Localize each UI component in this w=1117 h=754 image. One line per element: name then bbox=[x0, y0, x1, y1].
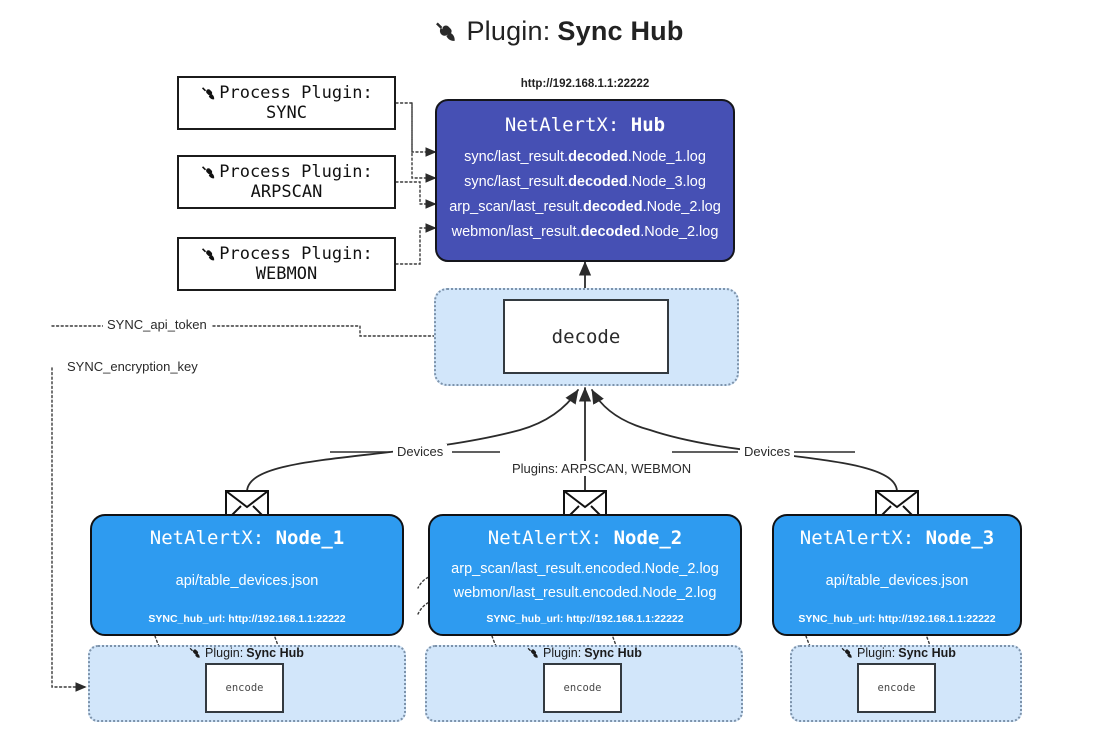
node-resource-line: webmon/last_result.encoded.Node_2.log bbox=[453, 585, 717, 601]
page-title-name: Sync Hub bbox=[557, 16, 684, 46]
plug-icon bbox=[188, 646, 202, 660]
process-plugin-webmon[interactable]: Process Plugin: WEBMON bbox=[177, 237, 396, 291]
encode-box-node3[interactable]: encode bbox=[857, 663, 936, 713]
process-plugin-name: SYNC bbox=[266, 103, 307, 123]
hub-title: NetAlertX: Hub bbox=[505, 114, 665, 136]
encode-plugin-label-node2: Plugin: Sync Hub bbox=[526, 646, 642, 660]
node-resource-line: arp_scan/last_result.encoded.Node_2.log bbox=[451, 561, 719, 577]
process-plugin-name: ARPSCAN bbox=[250, 182, 323, 202]
hub-log-line: sync/last_result.decoded.Node_1.log bbox=[464, 149, 706, 165]
node-title-prefix: NetAlertX: bbox=[487, 527, 603, 549]
devices-label-left: Devices bbox=[393, 444, 448, 459]
plug-icon bbox=[200, 246, 217, 263]
node-resource-line: api/table_devices.json bbox=[825, 573, 969, 589]
node-title-prefix: NetAlertX: bbox=[149, 527, 265, 549]
node-title-prefix: NetAlertX: bbox=[799, 527, 915, 549]
plugins-label-middle: Plugins: ARPSCAN, WEBMON bbox=[508, 461, 696, 476]
plug-icon bbox=[200, 164, 217, 181]
node-title-name: Node_2 bbox=[613, 527, 683, 549]
process-plugin-label: Process Plugin: bbox=[219, 244, 373, 264]
node-card-node3[interactable]: NetAlertX: Node_3 api/table_devices.json… bbox=[772, 514, 1022, 636]
encode-plugin-label-node1: Plugin: Sync Hub bbox=[188, 646, 304, 660]
devices-label-right: Devices bbox=[740, 444, 795, 459]
node-title-name: Node_3 bbox=[925, 527, 995, 549]
hub-log-line: arp_scan/last_result.decoded.Node_2.log bbox=[449, 199, 721, 215]
hub-node[interactable]: NetAlertX: Hub sync/last_result.decoded.… bbox=[435, 99, 735, 262]
encode-box-node2[interactable]: encode bbox=[543, 663, 622, 713]
plug-icon bbox=[200, 85, 217, 102]
encode-plugin-label-node3: Plugin: Sync Hub bbox=[840, 646, 956, 660]
node-resource-line: api/table_devices.json bbox=[175, 573, 319, 589]
plug-icon bbox=[840, 646, 854, 660]
hub-url-label: http://192.168.1.1:22222 bbox=[520, 78, 650, 90]
hub-log-line: webmon/last_result.decoded.Node_2.log bbox=[451, 224, 719, 240]
process-plugin-arpscan[interactable]: Process Plugin: ARPSCAN bbox=[177, 155, 396, 209]
node-hub-url: SYNC_hub_url: http://192.168.1.1:22222 bbox=[486, 613, 684, 625]
encode-box-node1[interactable]: encode bbox=[205, 663, 284, 713]
page-title-prefix: Plugin: bbox=[466, 16, 551, 46]
hub-title-prefix: NetAlertX: bbox=[504, 114, 620, 136]
page-title: Plugin: Sync Hub bbox=[0, 16, 1117, 47]
node-card-node1[interactable]: NetAlertX: Node_1 api/table_devices.json… bbox=[90, 514, 404, 636]
sync-encryption-key-label: SYNC_encryption_key bbox=[63, 359, 202, 374]
node-hub-url: SYNC_hub_url: http://192.168.1.1:22222 bbox=[798, 613, 996, 625]
plug-icon bbox=[433, 19, 459, 45]
process-plugin-label: Process Plugin: bbox=[219, 162, 373, 182]
process-plugin-sync[interactable]: Process Plugin: SYNC bbox=[177, 76, 396, 130]
node-title: NetAlertX: Node_1 bbox=[150, 527, 344, 549]
hub-title-name: Hub bbox=[630, 114, 666, 136]
hub-log-line: sync/last_result.decoded.Node_3.log bbox=[464, 174, 706, 190]
node-title: NetAlertX: Node_2 bbox=[488, 527, 682, 549]
process-plugin-name: WEBMON bbox=[255, 264, 318, 284]
node-title: NetAlertX: Node_3 bbox=[800, 527, 994, 549]
node-title-name: Node_1 bbox=[275, 527, 345, 549]
node-hub-url: SYNC_hub_url: http://192.168.1.1:22222 bbox=[148, 613, 346, 625]
plug-icon bbox=[526, 646, 540, 660]
node-card-node2[interactable]: NetAlertX: Node_2 arp_scan/last_result.e… bbox=[428, 514, 742, 636]
decode-box[interactable]: decode bbox=[503, 299, 669, 374]
process-plugin-label: Process Plugin: bbox=[219, 83, 373, 103]
sync-api-token-label: SYNC_api_token bbox=[103, 317, 211, 332]
